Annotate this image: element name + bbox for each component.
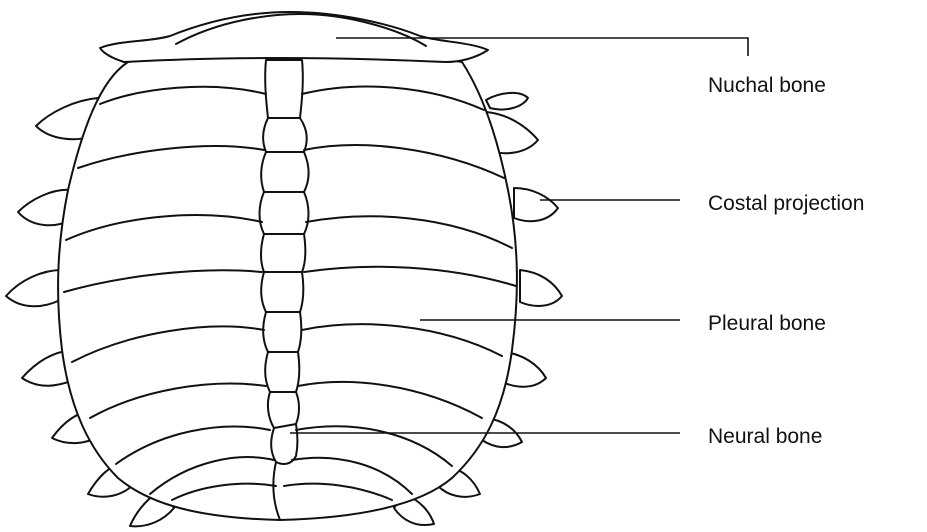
costal-projection-label: Costal projection <box>708 192 864 215</box>
neural-bone-10 <box>271 424 297 464</box>
right-projection-4 <box>520 270 562 306</box>
pleural-bone-label: Pleural bone <box>708 312 826 335</box>
neural-bone-8 <box>265 352 299 395</box>
neural-bone-5 <box>261 234 305 277</box>
nuchal-bone-label: Nuchal bone <box>708 74 826 97</box>
neural-bone-label: Neural bone <box>708 425 822 448</box>
neural-bone-3 <box>261 152 308 197</box>
right-projection-1 <box>486 93 528 110</box>
neural-bone-6 <box>261 272 303 317</box>
nuchal-bone <box>100 12 488 62</box>
left-projection-3 <box>6 270 62 306</box>
neural-bone-1 <box>265 60 303 118</box>
labels: Nuchal bone Costal projection Pleural bo… <box>708 74 864 448</box>
nuchal-plate <box>100 12 488 62</box>
neural-bone-4 <box>260 192 309 239</box>
neural-bone-2 <box>263 118 306 157</box>
neural-bone-7 <box>263 312 301 357</box>
right-projection-3 <box>514 188 558 221</box>
